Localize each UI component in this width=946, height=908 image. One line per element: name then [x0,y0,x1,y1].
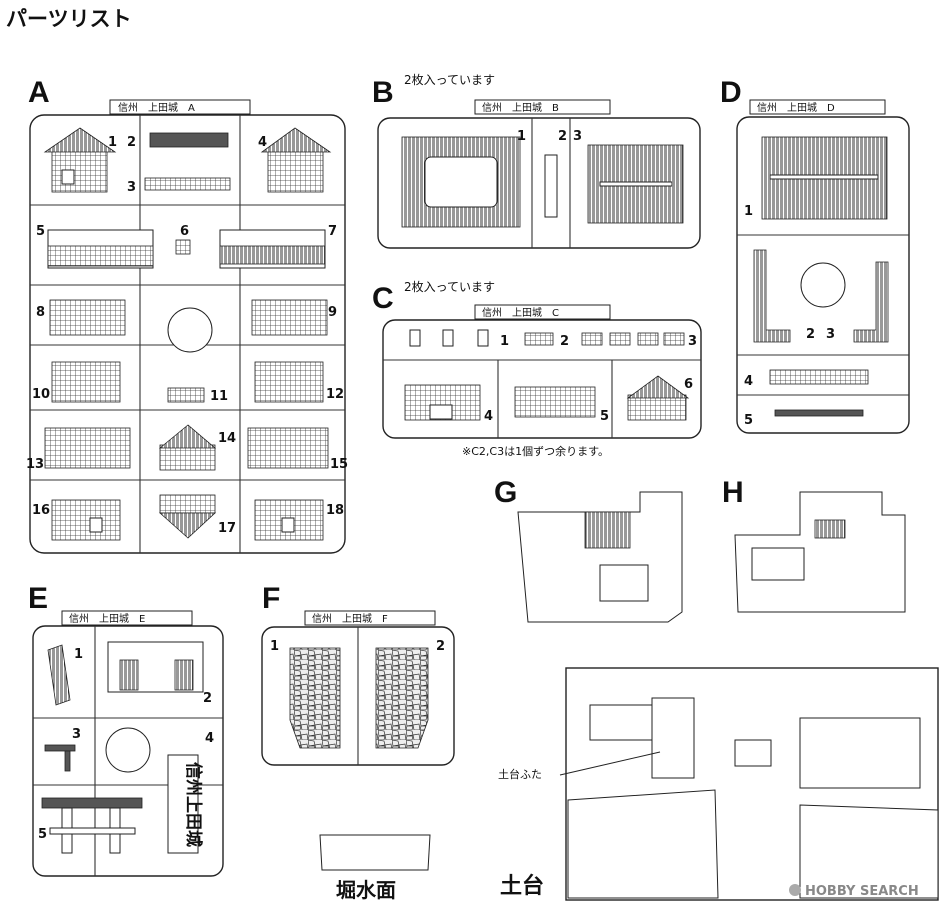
part-number: 1 [270,639,279,654]
part-number: 13 [26,457,44,472]
part-number: 14 [218,431,236,446]
part-number: 4 [258,135,267,150]
part-number: 8 [36,305,45,320]
moat-surface: 堀水面 [319,834,431,902]
part-number: 5 [38,827,47,842]
part-g: G [494,476,683,623]
sprue-a-plate-tab [109,99,251,115]
sprue-d: D 信州 上田城 D 1 2 3 4 5 [720,76,910,434]
part-number: 1 [500,334,509,349]
part-h: H [722,476,906,613]
part-number: 1 [517,129,526,144]
part-number: 5 [744,413,753,428]
part-number: 9 [328,305,337,320]
part-number: 5 [36,224,45,239]
sprue-b-note: 2枚入っています [404,72,495,87]
sprue-c-footnote: ※C2,C3は1個ずつ余ります。 [462,444,609,458]
part-number: 4 [205,731,214,746]
part-number: 4 [744,374,753,389]
sprue-f-plate: 信州 上田城 F [312,613,388,625]
part-number: 2 [806,327,815,342]
sprue-e: E 信州 上田城 E 信州上田城 1 2 3 4 5 [28,582,224,877]
part-number: 5 [600,409,609,424]
sprue-e-sign-panel [167,754,199,854]
sprue-a: A 信州 上田城 A [28,76,346,554]
sprue-a-letter: A [28,76,50,109]
part-number: 1 [74,647,83,662]
part-number: 2 [436,639,445,654]
watermark-text: HOBBY SEARCH [805,884,919,899]
base-callout: 土台ふた [498,767,542,781]
sprue-e-plate: 信州 上田城 E [69,613,145,625]
part-number: 16 [32,503,50,518]
part-number: 12 [326,387,344,402]
sprue-d-letter: D [720,76,742,109]
moat-label: 堀水面 [336,878,396,902]
part-number: 3 [688,334,697,349]
sprue-b-plate: 信州 上田城 B [482,102,559,114]
part-number: 6 [684,377,693,392]
base-part: 土台ふた 土台 [498,667,939,901]
sprue-f: F 信州 上田城 F 1 2 [261,582,455,766]
sprue-b: B 2枚入っています 信州 上田城 B 1 2 3 [372,72,701,249]
sprue-b-letter: B [372,76,394,109]
part-number: 11 [210,389,228,404]
part-number: 2 [203,691,212,706]
sprue-c-note: 2枚入っています [404,279,495,294]
part-number: 18 [326,503,344,518]
part-number: 6 [180,224,189,239]
sprue-a-frame [29,114,346,554]
part-number: 2 [558,129,567,144]
part-number: 2 [127,135,136,150]
part-number: 3 [573,129,582,144]
part-number: 3 [826,327,835,342]
hobby-search-watermark: HOBBY SEARCH [789,884,919,899]
part-number: 2 [560,334,569,349]
sprue-e-letter: E [28,582,48,615]
page-title: パーツリスト [6,7,132,31]
part-number: 15 [330,457,348,472]
sprue-f-letter: F [262,582,280,615]
part-number: 1 [108,135,117,150]
base-label: 土台 [500,873,544,899]
part-number: 4 [484,409,493,424]
part-number: 17 [218,521,236,536]
part-number: 10 [32,387,50,402]
part-h-letter: H [722,476,744,509]
sprue-c-plate: 信州 上田城 C [482,307,559,319]
sprue-c: C 2枚入っています 信州 上田城 C 1 2 3 4 5 6 ※C2,C3は1… [372,279,702,458]
sprue-d-plate: 信州 上田城 D [757,102,835,114]
sprue-c-letter: C [372,282,394,315]
sprue-a-numbers: 1 2 3 4 5 6 7 8 9 10 11 12 13 14 15 16 1… [26,135,348,536]
sprue-a-plate: 信州 上田城 A [118,102,195,114]
part-number: 7 [328,224,337,239]
sprue-e-sign-text: 信州上田城 [183,762,204,847]
part-number: 3 [72,727,81,742]
part-g-letter: G [494,476,517,509]
part-number: 3 [127,180,136,195]
part-number: 1 [744,204,753,219]
